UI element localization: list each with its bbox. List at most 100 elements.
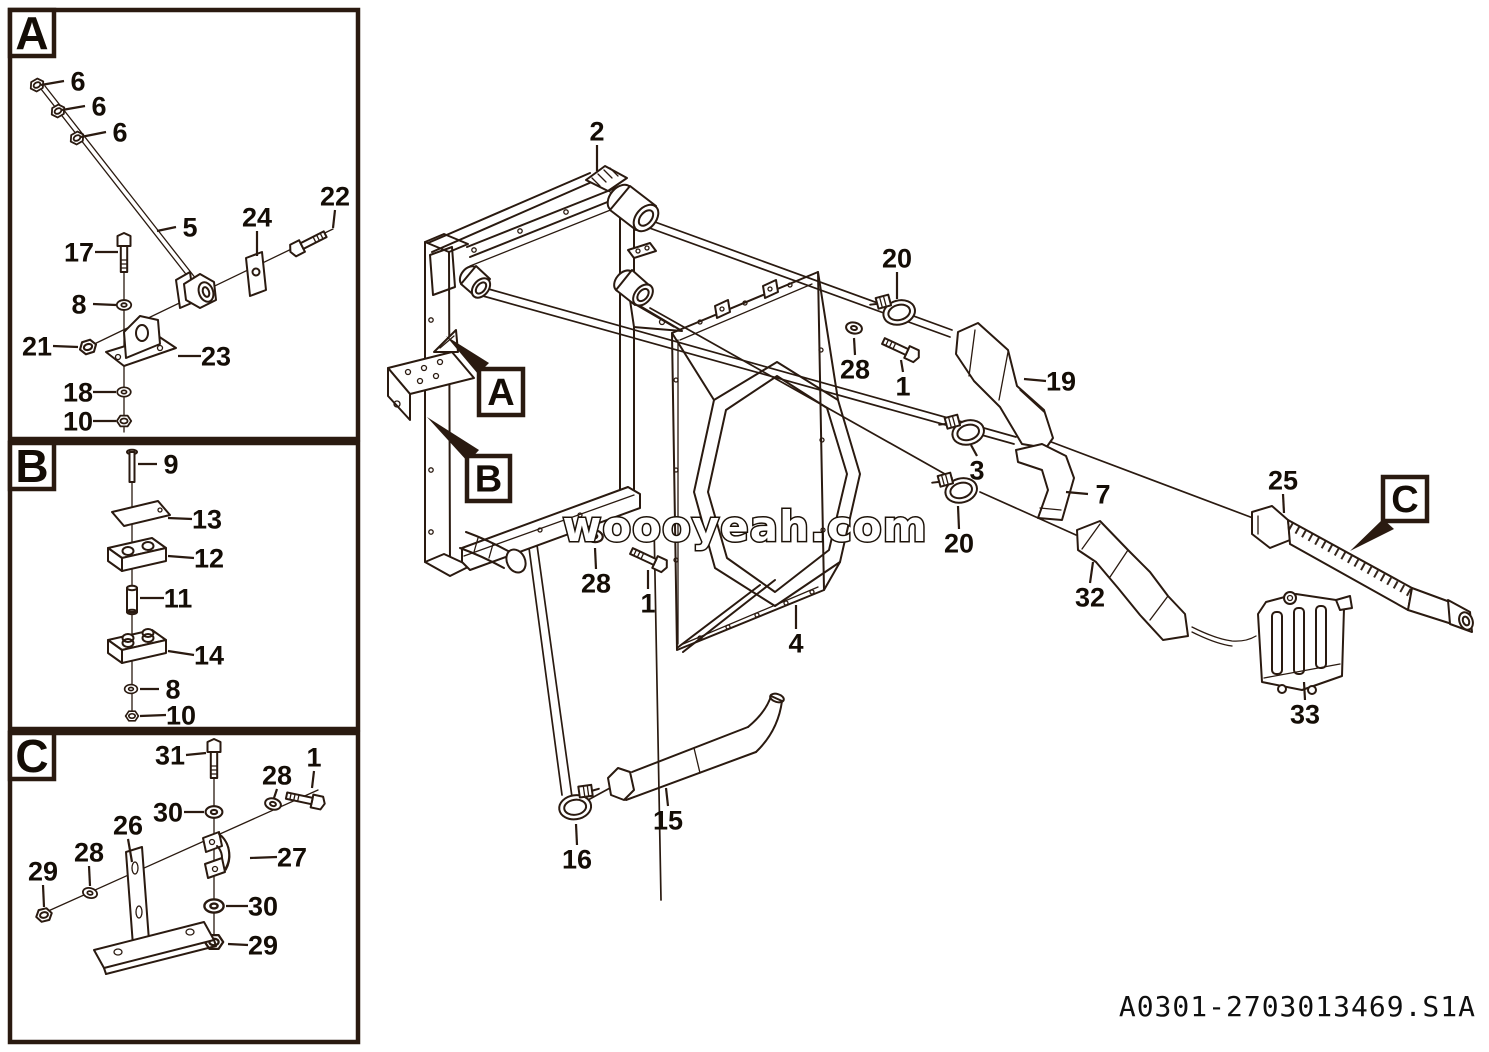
part-number-label: 22 [320,182,350,212]
part-callout-22: 22 [320,182,350,229]
callout-leader-line [1302,681,1307,701]
bolt-31-drawing [206,738,222,779]
callout-leader-line [61,104,86,112]
part-number-label: 29 [248,931,278,961]
part-number-label: 21 [22,332,52,362]
part-callout-6: 6 [61,92,107,122]
section-letter: C [15,730,48,782]
part-number-label: 11 [164,584,193,614]
bracket-a-drawing [433,329,459,353]
tube-25-drawing [1251,505,1474,633]
part-callout-8: 8 [71,290,117,320]
part-callout-20: 20 [882,244,912,299]
part-number-label: 32 [1075,583,1105,613]
ref-marker-letter: A [487,372,514,414]
part-callout-33: 33 [1290,681,1320,730]
part-callout-11: 11 [140,584,192,614]
section-letter: A [15,7,48,59]
part-number-label: 30 [153,798,183,828]
part-number-label: 1 [895,372,910,402]
part-callout-12: 12 [167,544,224,574]
part-number-label: 6 [91,92,106,122]
ref-marker-C: C [1350,474,1430,551]
part-callout-1: 1 [306,743,322,789]
section-b-artwork [107,448,171,722]
part-number-label: 1 [640,589,655,619]
bolt-22-drawing [286,227,330,259]
part-number-label: 30 [248,892,278,922]
ref-arrow [446,336,489,374]
part-callout-6: 6 [40,67,86,97]
part-callout-15: 15 [653,787,683,836]
part-callout-10: 10 [139,701,196,731]
watermark-text: woooyeah.com [563,502,928,551]
callout-leader-line [970,444,978,457]
part-number-label: 19 [1046,367,1076,397]
part-number-label: 4 [788,629,803,659]
washer-30-drawing [204,805,224,819]
pin-9-drawing [126,448,138,483]
section-frame [7,440,361,732]
part-callout-3: 3 [969,444,985,486]
part-number-label: 3 [969,456,984,486]
part-number-label: 6 [70,67,85,97]
part-number-label: 29 [28,857,58,887]
part-number-label: 27 [277,843,307,873]
ref-marker-layer: AB C [427,336,1430,551]
part-number-label: 9 [163,450,178,480]
nut-21-drawing [77,337,99,357]
callout-leader-line [52,344,79,349]
part-callout-28: 28 [262,761,292,799]
part-number-label: 10 [166,701,196,731]
radiator-left-port [458,265,492,299]
bracket-26-drawing [93,846,217,975]
part-number-label: 33 [1290,700,1320,730]
part-number-label: 8 [165,675,180,705]
callout-leader-line [956,505,961,530]
hose-15-drawing [607,692,785,801]
part-number-label: 28 [262,761,292,791]
part-callout-7: 7 [1065,480,1111,510]
part-number-label: 20 [944,529,974,559]
washer-18-drawing [116,386,132,398]
ref-marker-box [476,366,526,418]
bolt-1-drawing [284,788,328,812]
spacer-11-drawing [126,584,138,616]
part-callout-30: 30 [226,892,278,922]
section-label-box [7,7,57,59]
callout-leader-line [664,787,670,807]
part-number-label: 17 [64,238,94,268]
part-callout-16: 16 [562,823,592,875]
part-number-label: 5 [182,213,197,243]
callout-leader-line [1023,377,1047,383]
callout-leader-line [167,649,195,657]
part-callout-25: 25 [1268,466,1298,514]
section-label-box [7,730,57,782]
washer-30-drawing [203,898,225,914]
callout-leader-line [249,855,278,860]
ref-marker-B: B [427,417,513,504]
part-callout-2: 2 [589,117,605,171]
callout-leader-line [272,788,279,799]
part-number-label: 28 [74,838,104,868]
part-number-label: 12 [194,544,224,574]
fan-shroud-drawing [671,271,861,653]
part-callout-13: 13 [167,505,222,535]
part-callout-28: 28 [581,547,611,599]
part-number-label: 26 [113,811,143,841]
part-number-label: 1 [306,743,321,773]
nut-6-drawing [48,101,68,121]
part-number-label: 2 [589,117,604,147]
part-callout-29: 29 [28,857,58,908]
part-number-label: 31 [155,741,185,771]
part-callout-17: 17 [64,238,118,268]
part-callout-10: 10 [63,407,116,437]
part-number-label: 28 [840,355,870,385]
section-a-artwork [27,75,334,433]
elbow-7-drawing [1015,443,1075,521]
section-frame [7,7,361,442]
part-number-label: 20 [882,244,912,274]
